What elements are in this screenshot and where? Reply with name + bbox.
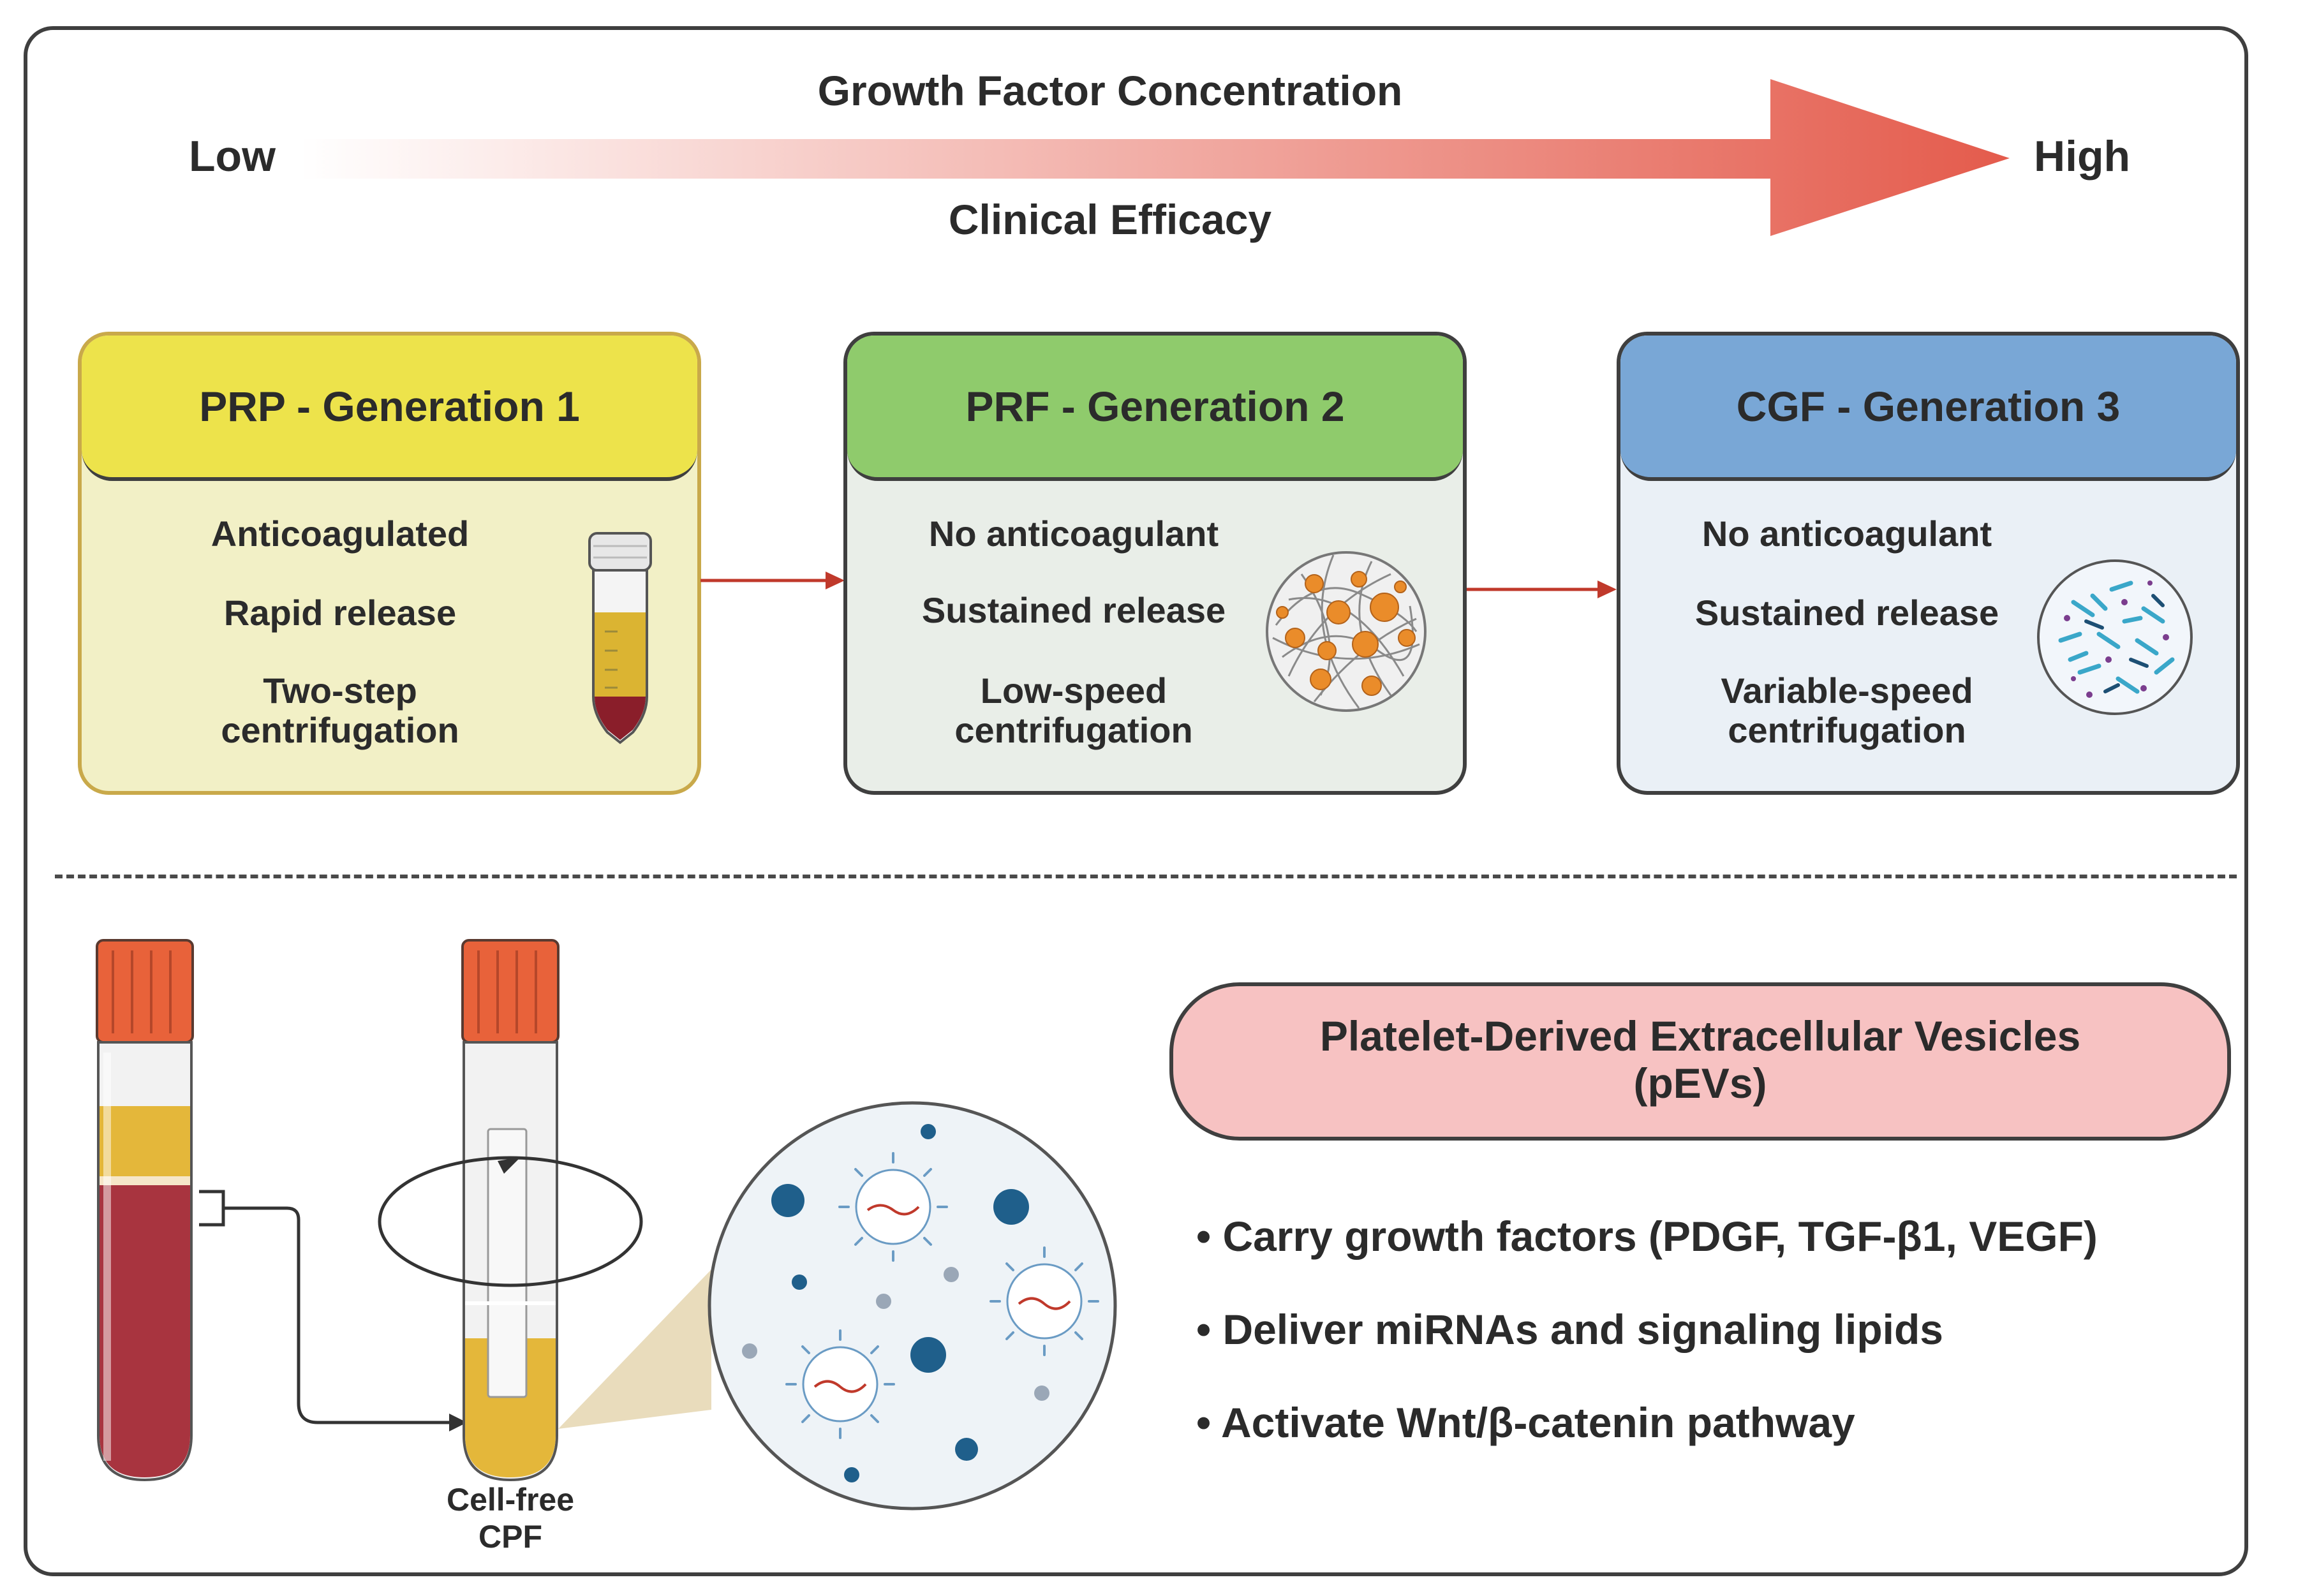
pev-bullet-1: • Carry growth factors (PDGF, TGF-β1, VE…	[1196, 1213, 2098, 1260]
cell-free-tube-icon	[461, 939, 560, 1482]
pev-title-box: Platelet-Derived Extracellular Vesicles …	[1169, 982, 2231, 1141]
cgf-matrix-icon	[2037, 559, 2193, 715]
prp-line-4: centrifugation	[221, 710, 459, 750]
prp-line-3: Two-step	[263, 670, 417, 711]
prf-generation-card: PRF - Generation 2 No anticoagulant Sust…	[843, 332, 1467, 795]
pev-bullet-3: • Activate Wnt/β-catenin pathway	[1196, 1399, 1855, 1446]
prf-line-4: centrifugation	[954, 710, 1193, 750]
cgf-card-title: CGF - Generation 3	[1620, 336, 2236, 481]
figure-frame	[24, 26, 2248, 1576]
rotation-icon	[378, 1156, 643, 1287]
pev-title-line1: Platelet-Derived Extracellular Vesicles	[1319, 1012, 2081, 1060]
zoom-cone	[558, 1269, 711, 1429]
prf-card-title: PRF - Generation 2	[847, 336, 1463, 481]
prf-line-2: Sustained release	[921, 590, 1226, 630]
cgf-line-1: No anticoagulant	[1701, 514, 1992, 554]
tube-label-line2: CPF	[478, 1519, 542, 1555]
pev-title-line2: (pEVs)	[1633, 1060, 1767, 1107]
scale-low-label: Low	[189, 132, 276, 181]
pev-bullet-2: • Deliver miRNAs and signaling lipids	[1196, 1306, 1944, 1353]
prp-line-1: Anticoagulated	[211, 514, 470, 554]
cgf-line-3: Variable-speed	[1721, 670, 1973, 711]
blood-tube-icon	[96, 939, 194, 1482]
prp-card-title: PRP - Generation 1	[82, 336, 697, 481]
fibrin-network-icon	[1266, 551, 1427, 712]
vesicle	[855, 1169, 931, 1245]
connector-arrow-1-2	[700, 572, 845, 589]
vesicle-zoom-icon	[708, 1101, 1117, 1511]
prp-tube-icon	[588, 532, 652, 744]
tube-label-line1: Cell-free	[446, 1482, 575, 1518]
scale-top-label: Growth Factor Concentration	[817, 67, 1403, 114]
gradient-arrow	[300, 79, 2010, 236]
section-divider	[55, 875, 2237, 878]
cgf-line-2: Sustained release	[1694, 593, 1999, 633]
connector-arrow-2-3	[1466, 580, 1617, 598]
cgf-line-4: centrifugation	[1728, 710, 1966, 750]
scale-high-label: High	[2034, 132, 2131, 181]
prf-line-3: Low-speed	[980, 670, 1167, 711]
scale-bottom-label: Clinical Efficacy	[948, 196, 1272, 243]
prf-line-1: No anticoagulant	[928, 514, 1219, 554]
prp-line-2: Rapid release	[223, 593, 457, 633]
transfer-arrow	[199, 1190, 467, 1431]
